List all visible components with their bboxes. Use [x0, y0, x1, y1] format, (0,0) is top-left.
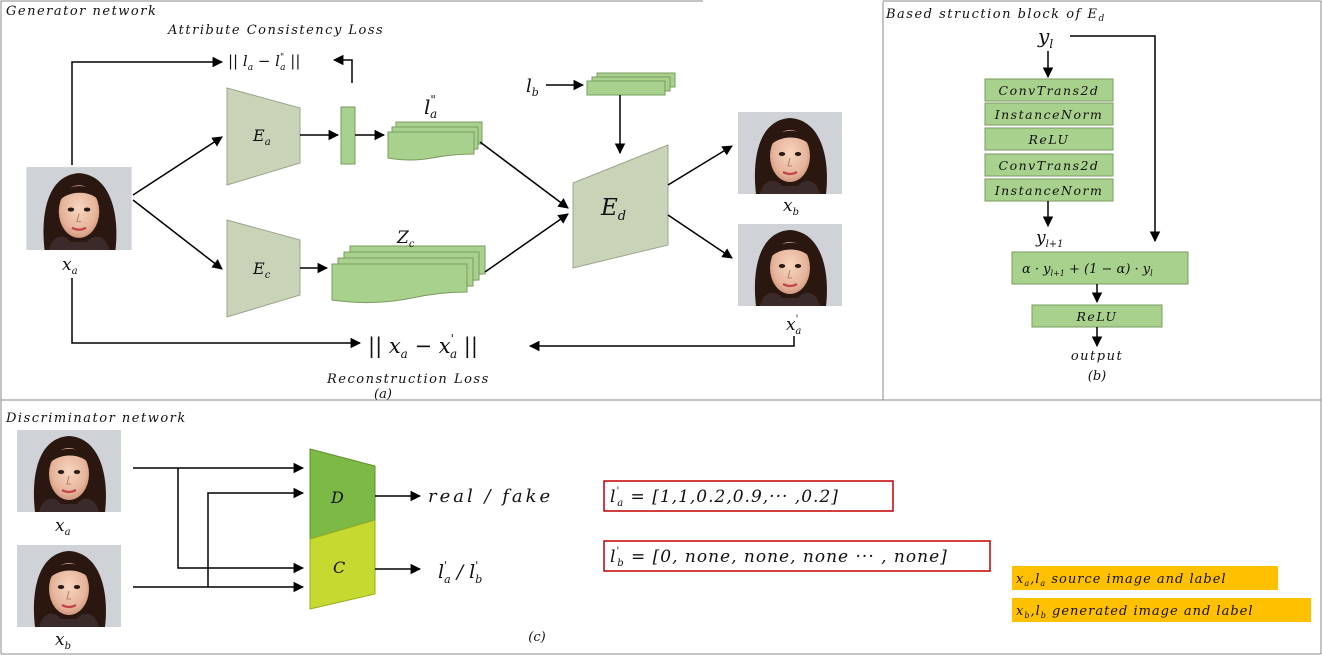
block-stack: ConvTrans2d InstanceNorm ReLU ConvTrans2… — [984, 78, 1114, 202]
input-yl-label: yl — [1037, 24, 1053, 51]
recon-loss-label: Reconstruction Loss — [326, 372, 490, 387]
generator-panel: Generator network Attribute Consistency … — [6, 4, 842, 402]
svg-text:ReLU: ReLU — [1076, 309, 1118, 324]
la-vector-box — [603, 480, 894, 512]
disc-out-c: l'a / l'b — [438, 559, 482, 586]
generator-title: Generator network — [6, 4, 157, 19]
decoder-ed — [572, 144, 669, 269]
block-relu-1 — [984, 127, 1114, 151]
feature-stack-la — [387, 121, 483, 161]
mid-y-label: yl+1 — [1035, 228, 1064, 250]
disc-d-label: D — [330, 488, 344, 507]
block-convtrans2d-1 — [984, 78, 1114, 102]
svg-text:InstanceNorm: InstanceNorm — [994, 183, 1104, 198]
input-xa-label: xa — [62, 255, 78, 277]
encoder-ec — [226, 219, 301, 318]
legend-generated — [1012, 598, 1311, 622]
encoder-ea — [226, 87, 301, 186]
output-xb-label: xb — [783, 196, 799, 218]
disc-input-image-xa — [15, 430, 123, 512]
block-instancenorm-1 — [984, 102, 1114, 126]
svg-text:ReLU: ReLU — [1028, 132, 1070, 147]
attr-loss-label: Attribute Consistency Loss — [167, 23, 384, 38]
block-instancenorm-2 — [984, 178, 1114, 202]
feature-stack-zc — [331, 245, 486, 304]
input-image-xa — [26, 167, 132, 250]
svg-text:InstanceNorm: InstanceNorm — [994, 107, 1104, 122]
disc-out-d: real / fake — [428, 486, 553, 507]
attribute-vector-bar — [340, 106, 356, 165]
caption-c: (c) — [528, 630, 545, 645]
caption-b: (b) — [1088, 369, 1106, 384]
disc-input-xa-label: xa — [55, 516, 71, 538]
lb-vector: l'b = [0, none, none, none ··· , none] — [610, 546, 948, 569]
legend-source — [1012, 566, 1278, 590]
struction-block-panel: Based struction block of Ed yl ConvTrans… — [885, 7, 1189, 384]
feature-zc-label: Zc — [396, 228, 415, 250]
attr-loss-formula: || la − l"a || — [228, 52, 300, 73]
struction-title: Based struction block of Ed — [885, 7, 1106, 24]
lb-vector-box — [603, 540, 991, 572]
svg-text:xa,la source image and label: xa,la source image and label — [1016, 572, 1227, 588]
svg-text:xb,lb generated image and labe: xb,lb generated image and label — [1016, 604, 1254, 620]
input-lb-label: lb — [526, 76, 539, 99]
output-xa-rec-label: x'a — [786, 314, 801, 337]
disc-input-image-xb — [15, 545, 123, 627]
classifier-c — [309, 519, 376, 610]
output-image-xb — [738, 112, 842, 194]
svg-text:ConvTrans2d: ConvTrans2d — [999, 83, 1100, 98]
block-convtrans2d-2 — [984, 153, 1114, 177]
recon-loss-formula: || xa − x'a || — [368, 332, 478, 361]
disc-input-xb-label: xb — [55, 630, 71, 652]
discriminator-panel: Discriminator network xa xb D C real / f… — [5, 411, 1311, 652]
caption-a: (a) — [374, 387, 392, 402]
mix-block — [1011, 251, 1189, 285]
disc-c-label: C — [333, 558, 345, 577]
mix-formula: α · yl+1 + (1 − α) · yl — [1022, 262, 1153, 278]
la-vector: l'a = [1,1,0.2,0.9,··· ,0.2] — [610, 486, 839, 509]
discriminator-title: Discriminator network — [5, 411, 187, 426]
svg-text:ConvTrans2d: ConvTrans2d — [999, 158, 1100, 173]
output-label: output — [1071, 349, 1123, 364]
label-lb-stack — [586, 72, 676, 96]
feature-la-label: l"a — [424, 93, 437, 121]
output-image-xa-rec — [738, 224, 842, 306]
